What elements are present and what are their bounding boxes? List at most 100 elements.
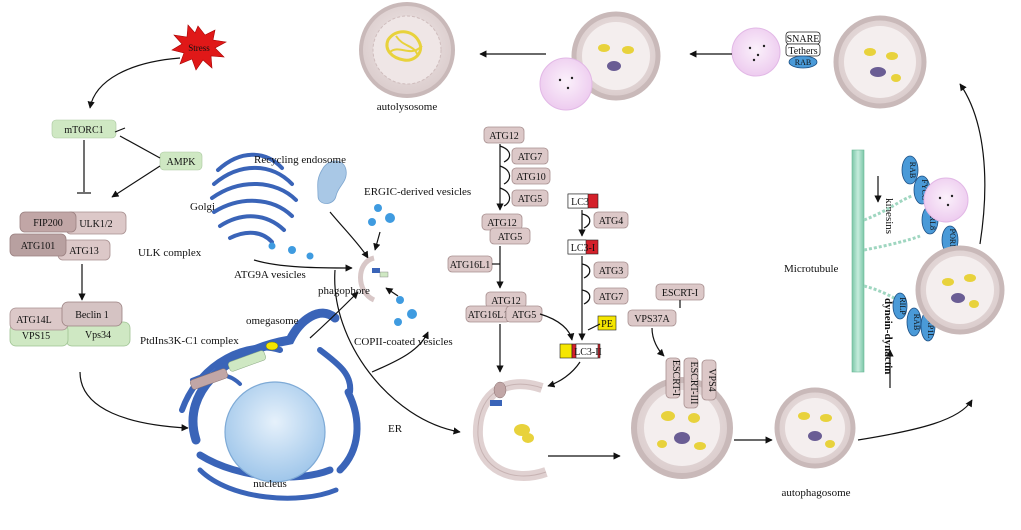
arrow-complex-to-lc3 — [539, 313, 575, 341]
atg101-label: ATG101 — [21, 241, 55, 252]
expanding-phagophore — [472, 379, 548, 481]
rab-d-label: RAB — [912, 314, 921, 330]
nucleus-label: nucleus — [253, 478, 287, 490]
vps37a-label: VPS37A — [634, 314, 670, 325]
mtorc1-label: mTORC1 — [64, 125, 103, 136]
atg13-label: ATG13 — [69, 246, 98, 257]
kinesins-label: kinesins — [883, 198, 895, 234]
tethers-label: Tethers — [788, 46, 817, 57]
pe-join — [587, 323, 601, 331]
escrt-machinery: ESCRT-I ESCRT-III VPS4 — [665, 357, 717, 409]
vps37a-box — [627, 309, 677, 327]
fyco-label: FYCO — [920, 179, 929, 201]
ampk-inhibit-mtorc1 — [119, 135, 161, 159]
amphisome-fusing — [571, 11, 661, 101]
arrow-ptdins-er — [79, 371, 189, 432]
autolysosome — [359, 2, 455, 98]
lysosome-approaching — [731, 27, 781, 77]
arrow-ergic-phagophore — [373, 231, 381, 251]
porm-label: PORM — [948, 229, 957, 252]
escrt-i-a-label: ESCRT-I — [662, 288, 698, 299]
ampk-activate-ulk — [111, 165, 161, 198]
arrow-er-copii — [371, 331, 429, 373]
pe-label: PE — [601, 319, 613, 330]
omegasome-label: omegasome — [246, 315, 299, 327]
atg4-label: ATG4 — [599, 216, 623, 227]
atg7-step-arc — [499, 145, 511, 163]
rilp-label: RILP — [898, 297, 907, 315]
atg5-a-label: ATG5 — [518, 194, 542, 205]
microtubule-shape — [851, 149, 865, 373]
snare-label: SNARE — [787, 34, 820, 45]
atg10-label: ATG10 — [516, 172, 545, 183]
lc3-ii-label: LC3-II — [574, 347, 602, 358]
phagophore-proteins — [372, 268, 389, 278]
vps34-label: Vps34 — [85, 330, 111, 341]
fusion-machinery: SNARE Tethers RAB — [785, 31, 821, 69]
autolysosome-label: autolysosome — [377, 101, 438, 113]
atg12-c-label: ATG12 — [491, 296, 520, 307]
atg9a-vesicles-label: ATG9A vesicles — [234, 269, 306, 281]
autophagosome — [774, 387, 856, 469]
mtorc1-box: mTORC1 — [51, 119, 117, 139]
ergic-vesicles — [368, 204, 395, 226]
atg9a-vesicles — [268, 242, 314, 260]
recycling-endosome-label: Recycling endosome — [254, 154, 346, 166]
ampk-inhibit-bar — [114, 127, 126, 133]
atg10-step-arc — [499, 165, 511, 185]
vps15-label: VPS15 — [22, 331, 50, 342]
er-label: ER — [388, 423, 403, 435]
dynein-dynactin-label: dynein-dynactin — [882, 298, 894, 374]
arrow-stress-mtorc1 — [87, 57, 181, 109]
fusing-vesicle-right — [833, 15, 927, 109]
recycling-endosome-shape — [317, 160, 347, 204]
atg7-b-step-arc — [581, 289, 591, 305]
arrow-atg9a-phagophore — [253, 259, 353, 272]
ampk-label: AMPK — [167, 157, 197, 168]
escrt-iii-label: ESCRT-III — [688, 362, 699, 405]
closing-autophagosome — [631, 377, 733, 479]
atg3-label: ATG3 — [599, 266, 623, 277]
arrow-transport-fusion — [959, 83, 986, 245]
fip200-label: FIP200 — [33, 218, 62, 229]
microtubule-label: Microtubule — [784, 263, 838, 275]
ampk-box: AMPK — [159, 151, 203, 171]
rab-top-label: RAB — [795, 58, 811, 67]
copii-vesicles — [394, 296, 417, 326]
lc3-cascade: LC3 ATG4 LC3-I ATG3 ATG7 PE LC3-II — [559, 193, 629, 359]
phagophore-shape — [358, 255, 376, 303]
autophagosome-label: autophagosome — [781, 487, 850, 499]
phagophore-label: phagophore — [318, 285, 370, 297]
rab-k-label: RAB — [908, 162, 917, 178]
conjugation-cascade: ATG12 ATG7 ATG10 ATG5 ATG12 ATG5 ATG16L1… — [447, 126, 551, 323]
arl8-label: ARL8 — [928, 210, 937, 230]
atg14l-label: ATG14L — [16, 315, 52, 326]
stress-starburst: Stress — [171, 24, 227, 71]
arrow-omegasome-phagophore — [309, 291, 359, 339]
atg5-b-label: ATG5 — [498, 232, 522, 243]
ulk-complex: ULK1/2 FIP200 ATG13 ATG101 — [9, 211, 127, 261]
atg16l1-b-label: ATG16L1 — [468, 310, 509, 321]
nucleus-shape — [224, 381, 326, 483]
copii-vesicles-label: COPII-coated vesicles — [354, 336, 453, 348]
atg16l1-a-label: ATG16L1 — [450, 260, 491, 271]
ptdins3k-complex: Vps34 VPS15 ATG14L Beclin 1 — [9, 301, 131, 347]
golgi-label: Golgi — [190, 201, 215, 213]
autophagosome-on-dynein — [915, 245, 1005, 335]
golgi-stack — [210, 152, 298, 244]
atg12-a-label: ATG12 — [489, 131, 518, 142]
arrow-vps37a-escrt — [651, 327, 665, 357]
ptdins-complex-label: PtdIns3K-C1 complex — [140, 335, 239, 347]
lysosome-dots-top — [748, 44, 766, 62]
arrow-phagophore-elongation — [334, 269, 461, 435]
stress-label: Stress — [188, 43, 210, 53]
atg4-step-arc — [581, 213, 591, 229]
orp1l-label: ORP1L — [926, 314, 935, 339]
atg3-step-arc — [581, 263, 591, 279]
lysosome-dots-kinesin — [938, 194, 954, 207]
atg7-b-label: ATG7 — [599, 292, 623, 303]
atg5-c-label: ATG5 — [512, 310, 536, 321]
atg7-a-label: ATG7 — [518, 152, 542, 163]
arrow-autophagosome-transport — [857, 399, 973, 441]
